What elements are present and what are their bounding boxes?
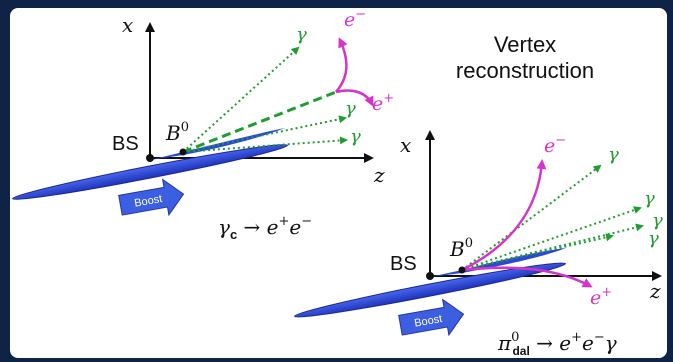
x-axis-label-2: x: [400, 133, 411, 157]
gamma-track-2a: [461, 164, 602, 271]
b0-label-1: B0: [165, 120, 189, 145]
slide-title: Vertex reconstruction: [430, 32, 620, 84]
bs-label-1: BS: [112, 133, 139, 155]
beam-spot-2: [294, 262, 566, 318]
title-line-1: Vertex: [493, 32, 557, 57]
diagram-2: x z BS B0 γ γ γ γ e− e+ Boost: [294, 130, 663, 358]
positron-label-1: e+: [372, 91, 394, 115]
b0-vertex-1: [179, 148, 187, 156]
process-formula-1: γc → e+e−: [218, 214, 312, 242]
positron-label-2: e+: [590, 285, 612, 309]
boost-label-2: Boost: [413, 313, 443, 330]
electron-track-1: [335, 37, 348, 93]
gamma-track-1c: [182, 136, 348, 153]
z-axis-label-1: z: [373, 163, 385, 187]
gamma-label-2b: γ: [644, 188, 655, 209]
x-axis-label-1: x: [122, 13, 133, 37]
z-axis-label-2: z: [649, 279, 661, 303]
beam-spot-1: [12, 144, 288, 200]
diagram-1: x z BS B0 γ γ γ e− e+: [12, 7, 394, 242]
bs-vertex-2: [426, 272, 434, 280]
gamma-label-1a: γ: [296, 24, 307, 45]
gamma-label-2c: γ: [652, 210, 663, 231]
gamma-track-2b: [461, 206, 642, 271]
gamma-track-2d: [461, 233, 614, 271]
electron-label-2: e−: [544, 133, 566, 157]
b0-vertex-2: [458, 266, 466, 274]
gamma-label-2d: γ: [648, 228, 659, 249]
boost-label-1: Boost: [133, 193, 163, 210]
bs-vertex-1: [146, 154, 154, 162]
boost-arrow-2: Boost: [398, 298, 465, 337]
boost-arrow-1: Boost: [118, 178, 185, 217]
title-line-2: reconstruction: [455, 58, 595, 83]
gamma-label-1b: γ: [345, 98, 356, 119]
gamma-track-1a: [182, 46, 300, 153]
gamma-label-2a: γ: [608, 144, 619, 165]
positron-track-1: [335, 89, 374, 107]
electron-track-2: [461, 159, 547, 272]
positron-track-2: [461, 266, 593, 288]
gamma-label-1c: γ: [350, 126, 361, 147]
bs-label-2: BS: [390, 253, 417, 275]
b0-label-2: B0: [449, 236, 473, 261]
electron-label-1: e−: [344, 7, 366, 31]
